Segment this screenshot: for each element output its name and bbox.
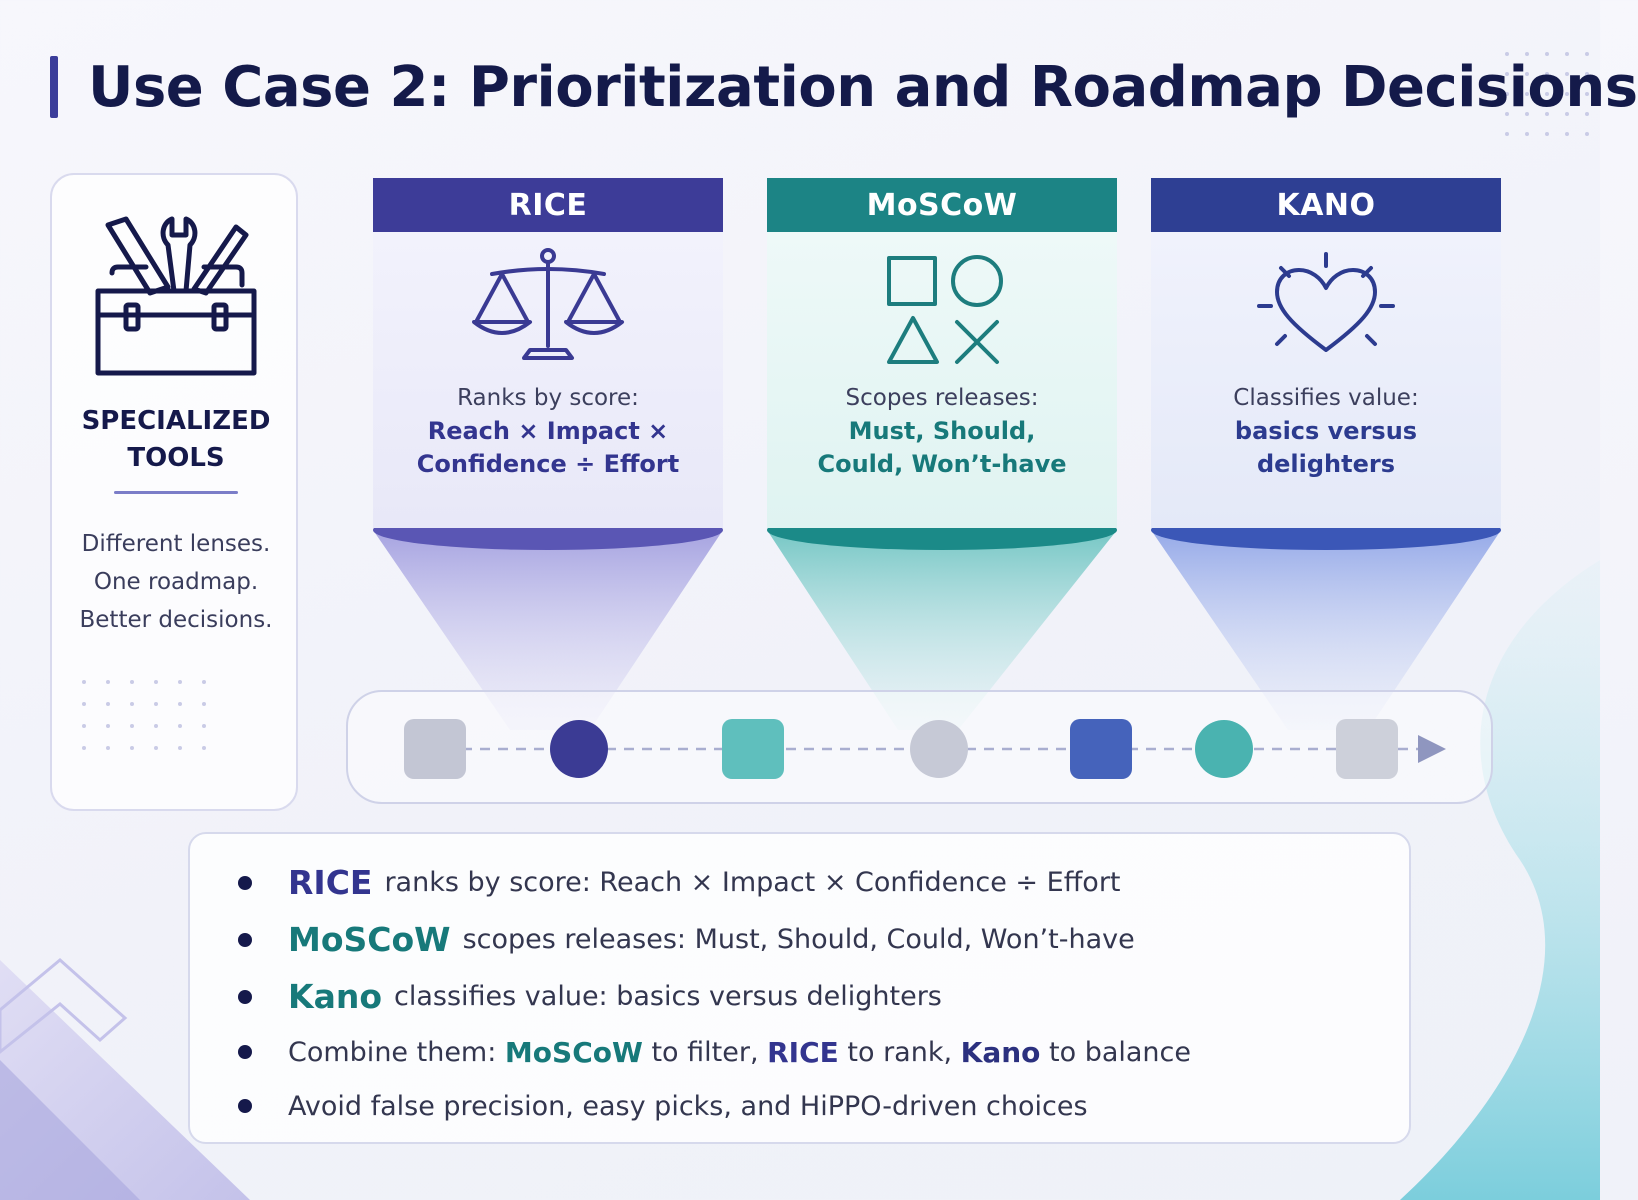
bullet-rice: RICE ranks by score: Reach × Impact × Co… bbox=[238, 854, 1191, 911]
bullet-moscow: MoSCoW scopes releases: Must, Should, Co… bbox=[238, 911, 1191, 968]
roadmap-track bbox=[346, 690, 1493, 804]
bullet-combine-balance: to balance bbox=[1049, 1036, 1191, 1068]
bullet-combine-rank: to rank, bbox=[847, 1036, 953, 1068]
bullet-avoid-text: Avoid false precision, easy picks, and H… bbox=[288, 1090, 1088, 1122]
tools-heading-line2: TOOLS bbox=[127, 443, 225, 473]
tagline-line2: One roadmap. bbox=[93, 569, 259, 595]
bullet-dot bbox=[238, 875, 252, 890]
bullet-rice-text: ranks by score: Reach × Impact × Confide… bbox=[384, 867, 1121, 898]
moscow-lead: Scopes releases: bbox=[845, 385, 1039, 411]
kano-header: KANO bbox=[1151, 178, 1501, 232]
bullet-combine-filter: to filter, bbox=[651, 1036, 759, 1068]
roadmap-item-square bbox=[1070, 719, 1132, 779]
bullet-kano: Kano classifies value: basics versus del… bbox=[238, 968, 1191, 1025]
kano-lead: Classifies value: bbox=[1233, 385, 1419, 411]
bullet-combine-pre: Combine them: bbox=[288, 1036, 497, 1068]
bullet-combine-moscow: MoSCoW bbox=[504, 1035, 643, 1069]
summary-panel: RICE ranks by score: Reach × Impact × Co… bbox=[188, 832, 1411, 1144]
bullet-dot bbox=[238, 989, 252, 1004]
rice-formula-line2: Confidence ÷ Effort bbox=[416, 450, 680, 478]
roadmap-item-square bbox=[1336, 719, 1398, 779]
bullet-dot bbox=[238, 932, 252, 947]
roadmap-item-circle bbox=[1195, 720, 1253, 778]
bullet-dot bbox=[238, 1099, 252, 1113]
bullet-dot bbox=[238, 1045, 252, 1059]
bullet-kano-keyword: Kano bbox=[288, 977, 383, 1016]
bullet-kano-text: classifies value: basics versus delighte… bbox=[394, 981, 942, 1012]
moscow-categories-line1: Must, Should, bbox=[848, 417, 1036, 445]
moscow-card: MoSCoW Scopes releases: Must, Should, Co… bbox=[767, 178, 1117, 528]
rice-lead: Ranks by score: bbox=[457, 385, 639, 411]
tools-heading-line1: SPECIALIZED bbox=[81, 406, 271, 436]
heart-glow-icon bbox=[1257, 252, 1395, 352]
dot-grid-decoration bbox=[1505, 52, 1589, 136]
toolbox-icon bbox=[95, 216, 257, 376]
roadmap-item-circle bbox=[910, 720, 968, 778]
roadmap-item-square bbox=[722, 719, 784, 779]
specialized-tools-card: SPECIALIZED TOOLS Different lenses. One … bbox=[50, 173, 298, 811]
moscow-header: MoSCoW bbox=[767, 178, 1117, 232]
bullet-rice-keyword: RICE bbox=[288, 863, 373, 902]
bullet-moscow-text: scopes releases: Must, Should, Could, Wo… bbox=[462, 924, 1135, 955]
tagline-line1: Different lenses. bbox=[81, 531, 271, 557]
shapes-icon bbox=[887, 255, 1003, 364]
tagline-line3: Better decisions. bbox=[79, 607, 273, 633]
arrow-right-icon bbox=[1418, 735, 1446, 763]
background-decoration bbox=[0, 560, 1600, 1200]
tools-tagline: Different lenses. One roadmap. Better de… bbox=[52, 525, 300, 639]
bullet-combine-kano: Kano bbox=[960, 1035, 1041, 1069]
rice-formula-line1: Reach × Impact × bbox=[427, 417, 669, 445]
heading-divider bbox=[114, 491, 238, 494]
bullet-avoid: Avoid false precision, easy picks, and H… bbox=[238, 1079, 1191, 1133]
title-accent-bar bbox=[50, 56, 58, 118]
page-title: Use Case 2: Prioritization and Roadmap D… bbox=[88, 54, 1638, 120]
kano-values-line2: delighters bbox=[1256, 450, 1396, 478]
bullet-combine-rice: RICE bbox=[767, 1035, 839, 1069]
rice-card: RICE Ranks by score: Reach × Impact × bbox=[373, 178, 723, 528]
kano-card: KANO Classifies value: basics versus del… bbox=[1151, 178, 1501, 528]
roadmap-item-circle bbox=[550, 720, 608, 778]
roadmap-items bbox=[404, 719, 1446, 779]
tools-heading: SPECIALIZED TOOLS bbox=[52, 403, 300, 477]
bullet-moscow-keyword: MoSCoW bbox=[288, 920, 451, 959]
summary-list: RICE ranks by score: Reach × Impact × Co… bbox=[238, 854, 1191, 1133]
card-dot-grid bbox=[82, 680, 206, 750]
bullet-combine: Combine them: MoSCoW to filter, RICE to … bbox=[238, 1025, 1191, 1079]
rice-header: RICE bbox=[373, 178, 723, 232]
kano-values-line1: basics versus bbox=[1234, 417, 1418, 445]
balance-scale-icon bbox=[472, 248, 624, 360]
roadmap-item-square bbox=[404, 719, 466, 779]
title-block: Use Case 2: Prioritization and Roadmap D… bbox=[50, 52, 1638, 122]
moscow-categories-line2: Could, Won’t-have bbox=[817, 450, 1067, 478]
